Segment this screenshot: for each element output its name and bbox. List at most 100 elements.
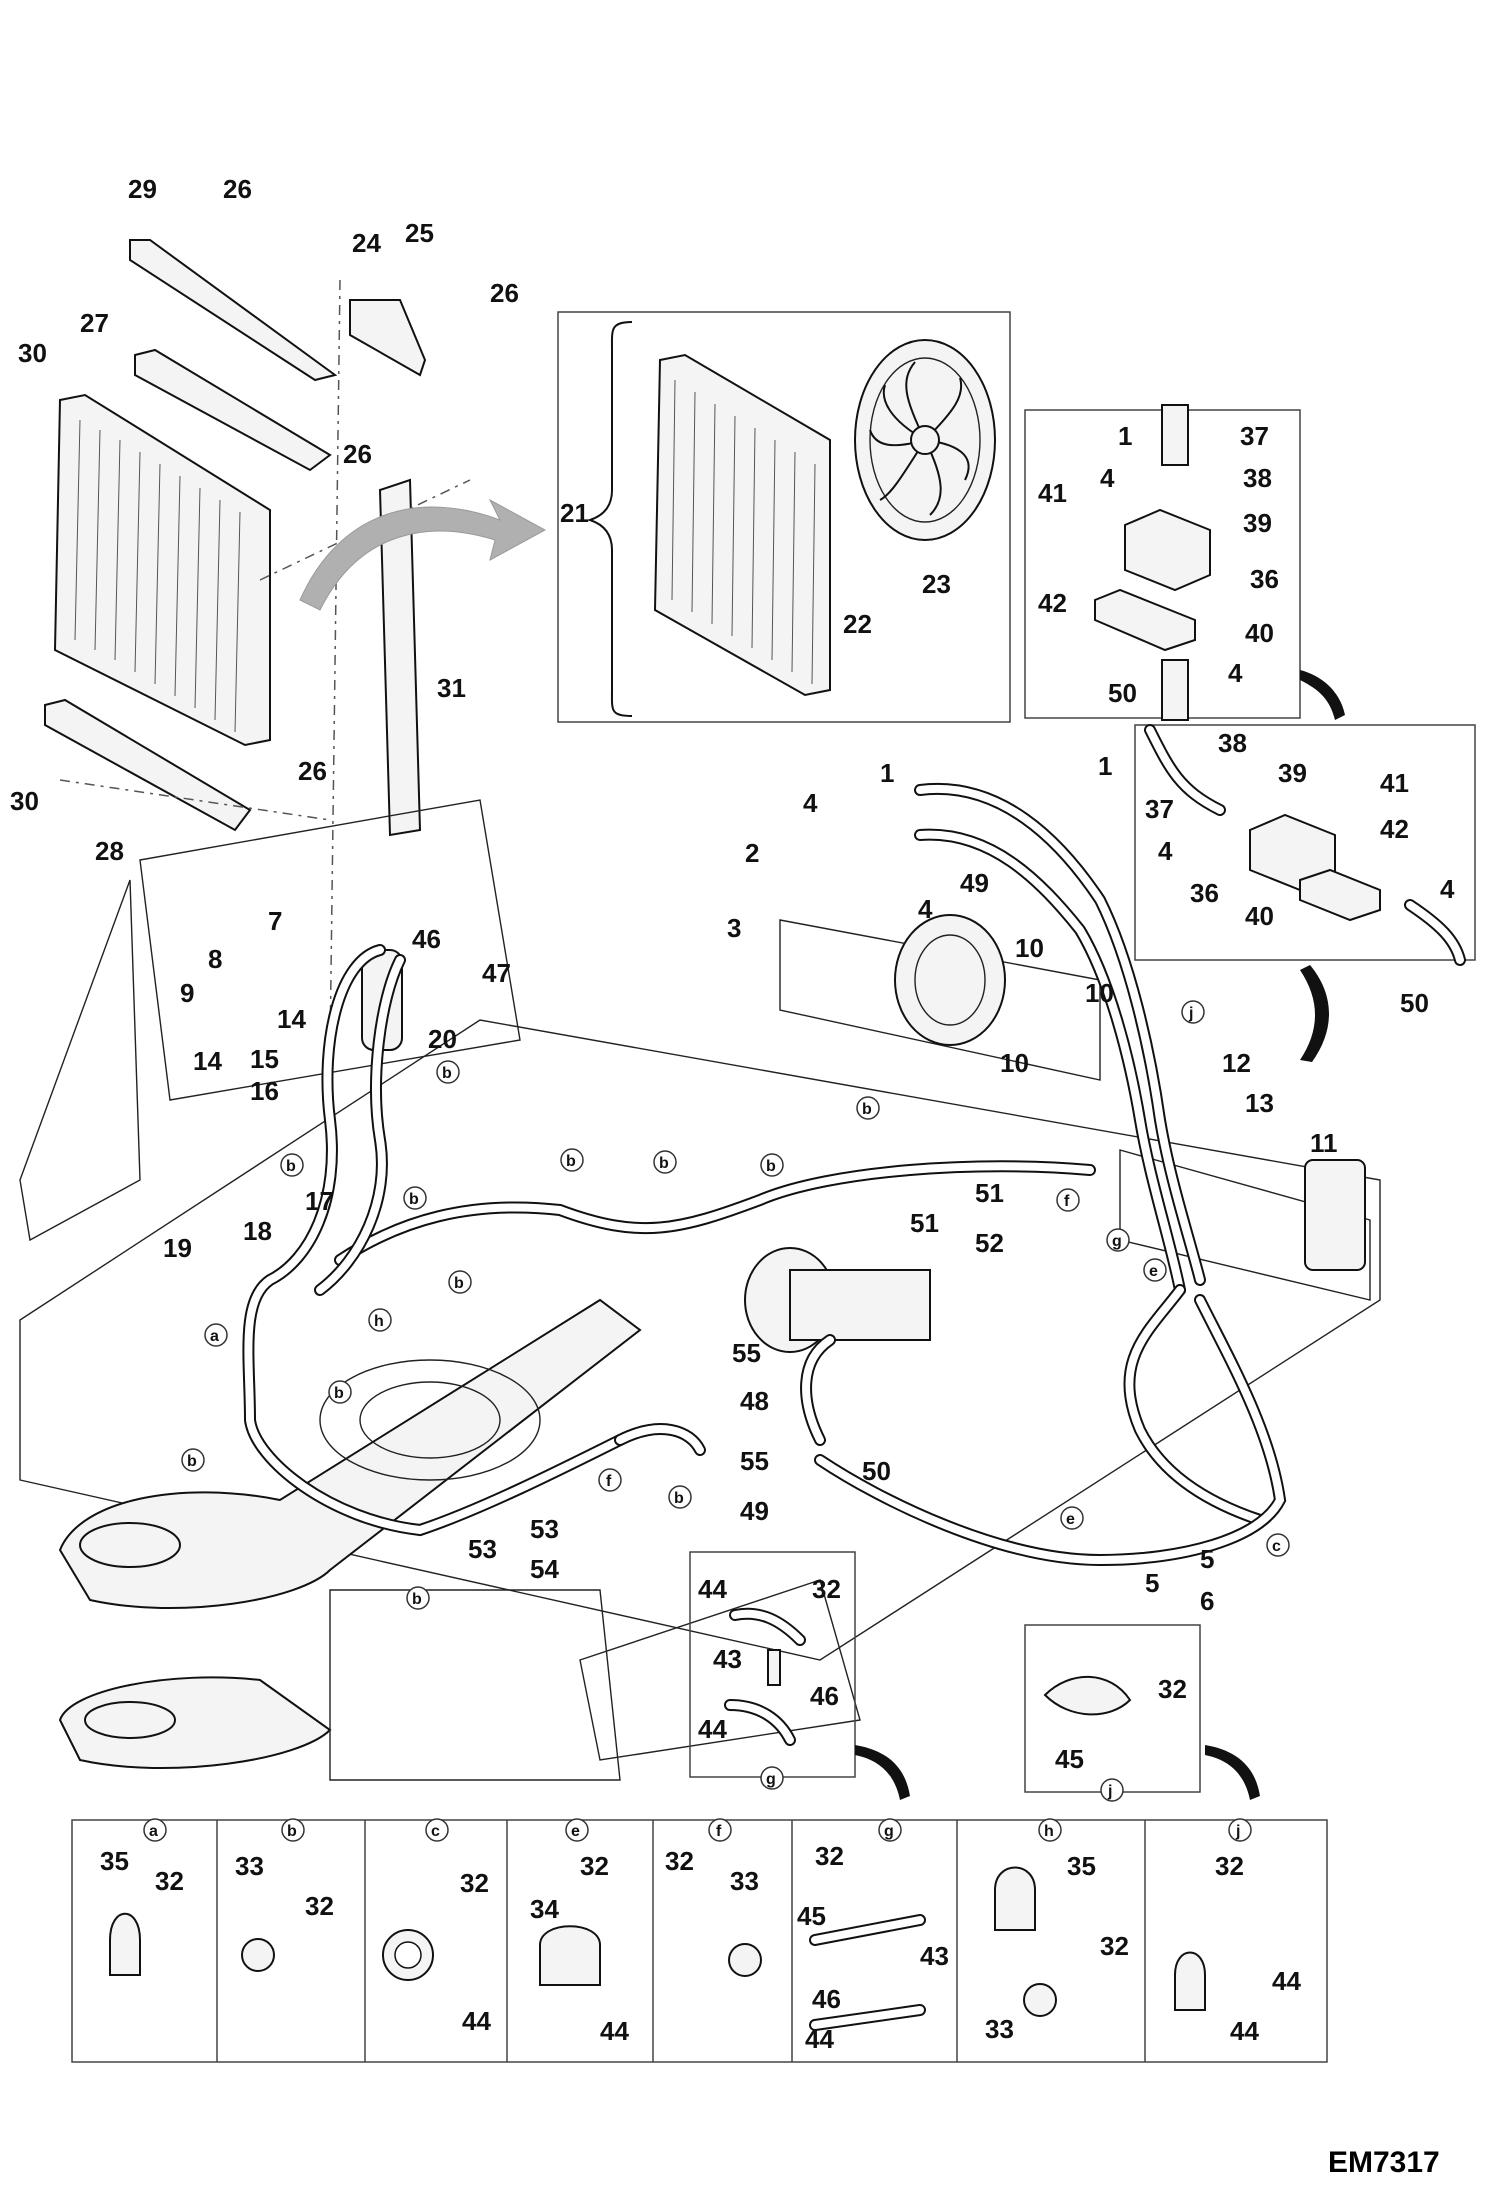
callout-21: 21 bbox=[560, 498, 589, 528]
callout-1: 1 bbox=[880, 758, 894, 788]
marker-b: b bbox=[187, 1453, 197, 1470]
callout-1: 1 bbox=[1118, 421, 1132, 451]
callout-14: 14 bbox=[277, 1004, 306, 1034]
marker-f: f bbox=[606, 1473, 612, 1490]
callout-41: 41 bbox=[1380, 768, 1409, 798]
callout-39: 39 bbox=[1278, 758, 1307, 788]
callout-9: 9 bbox=[180, 978, 194, 1008]
callout-32: 32 bbox=[815, 1841, 844, 1871]
callout-4: 4 bbox=[1100, 463, 1115, 493]
callout-27: 27 bbox=[80, 308, 109, 338]
ac-hoses bbox=[242, 782, 1287, 1567]
callout-4: 4 bbox=[803, 788, 818, 818]
callout-44: 44 bbox=[600, 2016, 629, 2046]
callout-5: 5 bbox=[1200, 1544, 1214, 1574]
detail-g-leader-arrow bbox=[855, 1745, 910, 1800]
callout-33: 33 bbox=[985, 2014, 1014, 2044]
marker-e: e bbox=[1066, 1511, 1075, 1528]
callout-46: 46 bbox=[810, 1681, 839, 1711]
callout-36: 36 bbox=[1250, 564, 1279, 594]
callout-32: 32 bbox=[1158, 1674, 1187, 1704]
callout-43: 43 bbox=[713, 1644, 742, 1674]
callout-44: 44 bbox=[698, 1714, 727, 1744]
detail-j-inset bbox=[1024, 1624, 1201, 1793]
marker-b: b bbox=[287, 1823, 297, 1840]
callout-52: 52 bbox=[975, 1228, 1004, 1258]
callout-10: 10 bbox=[1085, 978, 1114, 1008]
marker-g: g bbox=[884, 1823, 894, 1840]
callout-4: 4 bbox=[918, 894, 933, 924]
callout-48: 48 bbox=[740, 1386, 769, 1416]
callout-37: 37 bbox=[1145, 794, 1174, 824]
marker-g: g bbox=[766, 1771, 776, 1788]
callout-26: 26 bbox=[490, 278, 519, 308]
callout-17: 17 bbox=[305, 1186, 334, 1216]
callout-1: 1 bbox=[1098, 751, 1112, 781]
callout-44: 44 bbox=[462, 2006, 491, 2036]
callout-46: 46 bbox=[812, 1984, 841, 2014]
callout-32: 32 bbox=[580, 1851, 609, 1881]
marker-b: b bbox=[286, 1158, 296, 1175]
callout-54: 54 bbox=[530, 1554, 559, 1584]
callout-40: 40 bbox=[1245, 618, 1274, 648]
marker-b: b bbox=[766, 1158, 776, 1175]
callout-12: 12 bbox=[1222, 1048, 1251, 1078]
callout-50: 50 bbox=[1108, 678, 1137, 708]
callout-32: 32 bbox=[812, 1574, 841, 1604]
callout-23: 23 bbox=[922, 569, 951, 599]
callout-50: 50 bbox=[1400, 988, 1429, 1018]
marker-b: b bbox=[334, 1385, 344, 1402]
callout-32: 32 bbox=[305, 1891, 334, 1921]
callout-25: 25 bbox=[405, 218, 434, 248]
condenser-assembly bbox=[44, 239, 471, 1051]
callout-42: 42 bbox=[1038, 588, 1067, 618]
callout-labels: 29 26 24 25 26 27 30 26 31 26 30 28 21 2… bbox=[10, 174, 1455, 2054]
callout-5: 5 bbox=[1145, 1568, 1159, 1598]
marker-h: h bbox=[374, 1313, 384, 1330]
marker-e: e bbox=[1149, 1263, 1158, 1280]
callout-3: 3 bbox=[727, 913, 741, 943]
marker-c: c bbox=[1272, 1538, 1281, 1555]
callout-26: 26 bbox=[223, 174, 252, 204]
callout-39: 39 bbox=[1243, 508, 1272, 538]
marker-h: h bbox=[1044, 1823, 1054, 1840]
marker-j: j bbox=[1188, 1005, 1193, 1022]
callout-44: 44 bbox=[698, 1574, 727, 1604]
marker-f: f bbox=[1064, 1193, 1070, 1210]
callout-4: 4 bbox=[1440, 874, 1455, 904]
callout-55: 55 bbox=[732, 1338, 761, 1368]
callout-34: 34 bbox=[530, 1894, 559, 1924]
inset-leader-arrow bbox=[1300, 670, 1345, 720]
callout-44: 44 bbox=[1230, 2016, 1259, 2046]
callout-6: 6 bbox=[1200, 1586, 1214, 1616]
callout-40: 40 bbox=[1245, 901, 1274, 931]
callout-22: 22 bbox=[843, 609, 872, 639]
detail-g-inset bbox=[689, 1551, 856, 1778]
callout-46: 46 bbox=[412, 924, 441, 954]
callout-53: 53 bbox=[468, 1534, 497, 1564]
marker-b: b bbox=[412, 1591, 422, 1608]
callout-16: 16 bbox=[250, 1076, 279, 1106]
marker-f: f bbox=[716, 1823, 722, 1840]
marker-b: b bbox=[454, 1275, 464, 1292]
marker-a: a bbox=[210, 1328, 219, 1345]
callout-35: 35 bbox=[1067, 1851, 1096, 1881]
marker-b: b bbox=[566, 1153, 576, 1170]
callout-14: 14 bbox=[193, 1046, 222, 1076]
callout-10: 10 bbox=[1015, 933, 1044, 963]
callout-42: 42 bbox=[1380, 814, 1409, 844]
marker-b: b bbox=[862, 1101, 872, 1118]
callout-51: 51 bbox=[975, 1178, 1004, 1208]
callout-30: 30 bbox=[10, 786, 39, 816]
drawing-code: EM7317 bbox=[1328, 2146, 1440, 2179]
marker-b: b bbox=[409, 1191, 419, 1208]
callout-32: 32 bbox=[155, 1866, 184, 1896]
callout-55: 55 bbox=[740, 1446, 769, 1476]
callout-44: 44 bbox=[1272, 1966, 1301, 1996]
callout-20: 20 bbox=[428, 1024, 457, 1054]
marker-a: a bbox=[149, 1823, 158, 1840]
callout-26: 26 bbox=[343, 439, 372, 469]
detail-letter-markers: a b c e f g h j g j j b b b b b b b f g … bbox=[143, 1000, 1290, 1842]
callout-38: 38 bbox=[1243, 463, 1272, 493]
